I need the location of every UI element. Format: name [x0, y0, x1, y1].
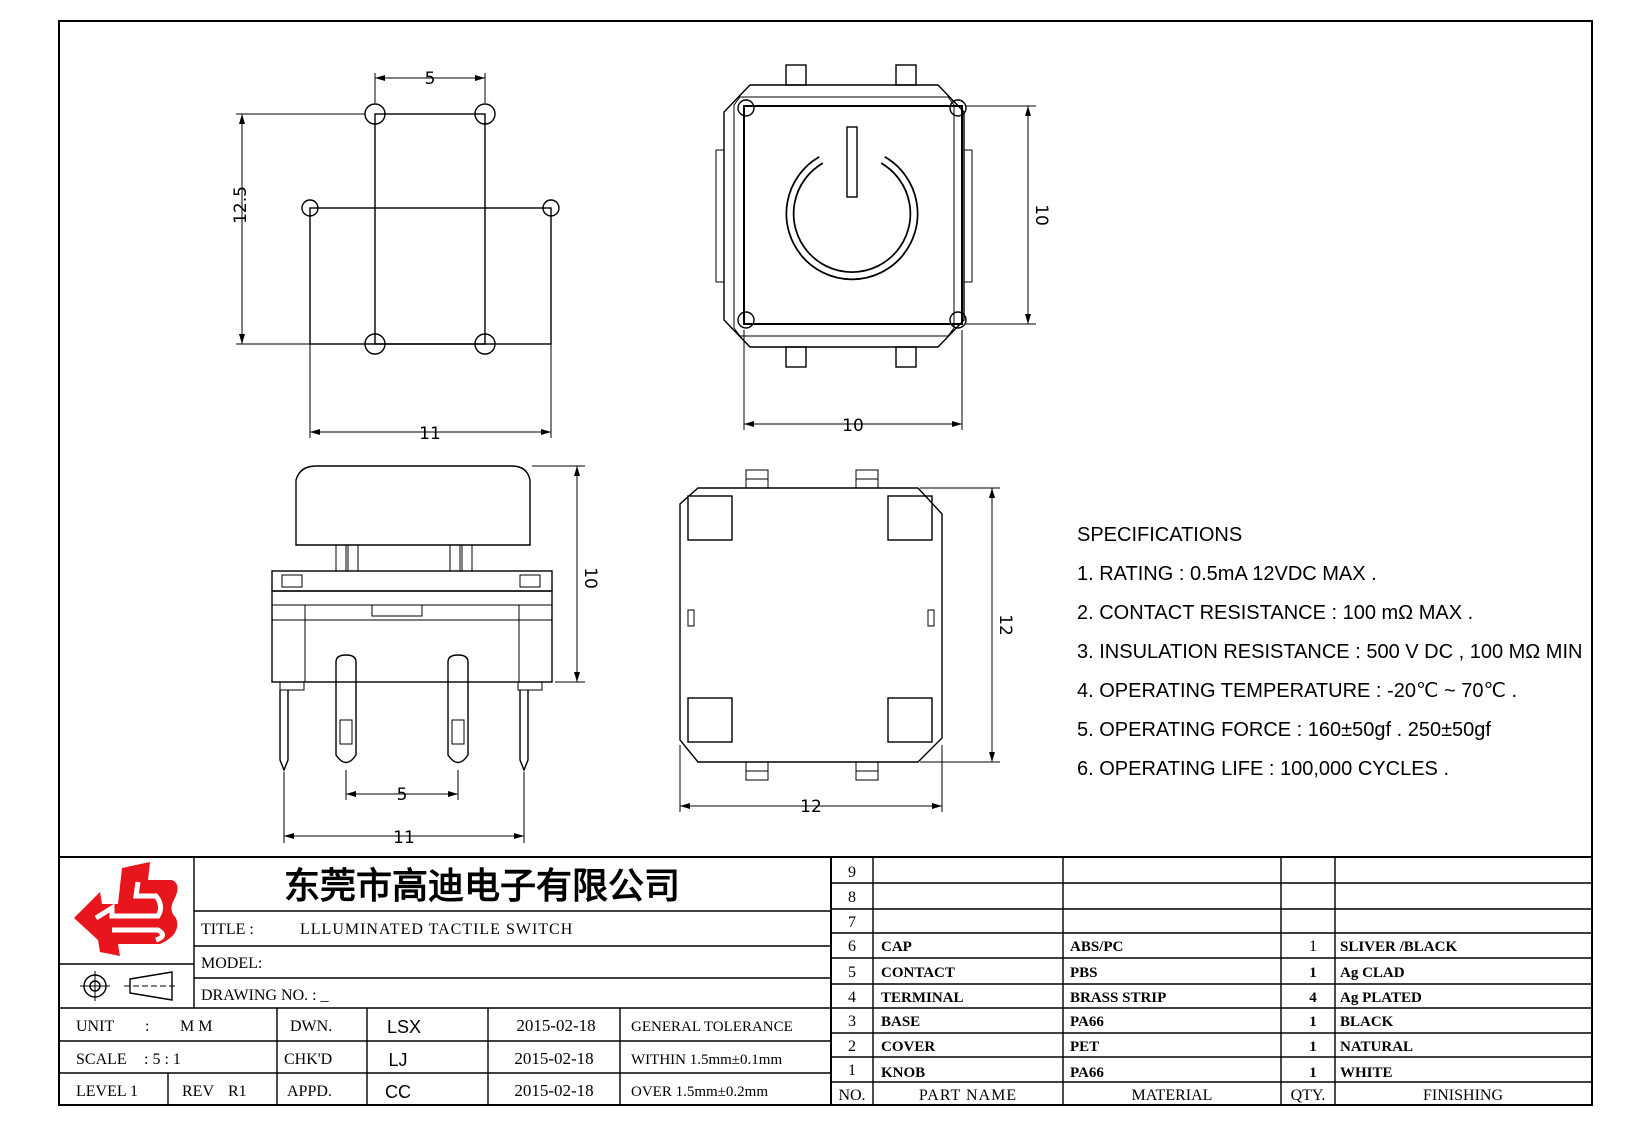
parts-row-no: 8: [848, 889, 856, 906]
parts-row-qty: 4: [1309, 990, 1317, 1006]
title-label: TITLE :: [201, 921, 254, 938]
parts-row-qty: 1: [1309, 938, 1317, 955]
spec-heading: SPECIFICATIONS: [1077, 524, 1242, 546]
spec-item-4: 4. OPERATING TEMPERATURE : -20℃ ~ 70℃ .: [1077, 680, 1517, 702]
unit-label: UNIT: [76, 1018, 114, 1035]
title-value: LLLUMINATED TACTILE SWITCH: [300, 921, 573, 938]
parts-header-finishing: FINISHING: [1423, 1087, 1503, 1104]
parts-row-qty: 1: [1309, 1065, 1317, 1081]
dwn-label: DWN.: [290, 1018, 332, 1035]
company-logo-icon: [74, 862, 178, 956]
spec-item-3: 3. INSULATION RESISTANCE : 500 V DC , 10…: [1077, 641, 1582, 663]
spec-item-6: 6. OPERATING LIFE : 100,000 CYCLES .: [1077, 758, 1449, 780]
parts-row-finishing: NATURAL: [1340, 1039, 1413, 1055]
tolerance-over: OVER 1.5mm±0.2mm: [631, 1084, 768, 1100]
parts-row-finishing: Ag CLAD: [1340, 965, 1405, 981]
drawing-no-label: DRAWING NO. : _: [201, 987, 330, 1004]
power-symbol-icon: [785, 126, 919, 281]
parts-row-finishing: Ag PLATED: [1340, 990, 1422, 1006]
tolerance-within: WITHIN 1.5mm±0.1mm: [631, 1052, 782, 1068]
spec-item-5: 5. OPERATING FORCE : 160±50gf . 250±50gf: [1077, 719, 1491, 741]
appd-date: 2015-02-18: [514, 1081, 593, 1100]
scale-value: : 5 : 1: [144, 1051, 181, 1068]
unit-sep: :: [145, 1018, 149, 1035]
parts-row-material: PBS: [1070, 965, 1098, 981]
third-angle-projection-icon: [80, 971, 178, 1001]
parts-list: 9 8 7 6 CAP ABS/PC 1 SLIVER /BLACK 5 CON…: [831, 857, 1592, 1105]
parts-row-qty: 1: [1309, 1014, 1317, 1030]
rev-value: R1: [228, 1083, 247, 1100]
dim-11-top: 11: [419, 424, 441, 444]
tolerance-label: GENERAL TOLERANCE: [631, 1019, 793, 1035]
parts-header-no: NO.: [838, 1087, 865, 1104]
parts-row-qty: 1: [1309, 1039, 1317, 1055]
parts-row-no: 6: [848, 938, 856, 955]
bottom-view: 12 12: [679, 469, 1015, 817]
dwn-date: 2015-02-18: [516, 1016, 595, 1035]
parts-row-name: CONTACT: [881, 965, 955, 981]
chkd-name: LJ: [388, 1050, 407, 1070]
dim-12-5: 12.5: [231, 186, 251, 224]
dim-5-top: 5: [425, 69, 436, 89]
parts-row-material: ABS/PC: [1070, 939, 1123, 955]
parts-row-material: PA66: [1070, 1065, 1104, 1081]
footprint-view: 5 12.5 11: [231, 69, 560, 444]
parts-row-name: CAP: [881, 939, 912, 955]
parts-row-finishing: BLACK: [1340, 1014, 1394, 1030]
appd-label: APPD.: [287, 1083, 332, 1100]
parts-row-name: TERMINAL: [881, 990, 964, 1006]
dwn-name: LSX: [387, 1017, 421, 1037]
chkd-date: 2015-02-18: [514, 1049, 593, 1068]
dim-12-right: 12: [995, 614, 1015, 636]
parts-row-material: PA66: [1070, 1014, 1104, 1030]
side-view: 10 5 11: [271, 465, 600, 848]
level-label: LEVEL 1: [76, 1083, 138, 1100]
appd-name: CC: [385, 1082, 411, 1102]
parts-row-no: 5: [848, 964, 856, 981]
scale-label: SCALE: [76, 1051, 127, 1068]
parts-row-name: COVER: [881, 1039, 935, 1055]
spec-item-2: 2. CONTACT RESISTANCE : 100 mΩ MAX .: [1077, 602, 1473, 624]
dim-10-right: 10: [1031, 204, 1051, 226]
sheet-border: [58, 20, 1593, 1106]
parts-header-qty: QTY.: [1291, 1087, 1326, 1104]
unit-value: M M: [180, 1018, 212, 1035]
top-view: 10 10: [715, 64, 1051, 436]
parts-row-finishing: SLIVER /BLACK: [1340, 939, 1457, 955]
parts-row-material: PET: [1070, 1039, 1099, 1055]
parts-row-no: 1: [848, 1062, 856, 1079]
dim-5-side: 5: [397, 785, 408, 805]
parts-row-name: KNOB: [881, 1065, 925, 1081]
title-block: 东莞市高迪电子有限公司 TITLE : LLLUMINATED TACTILE …: [59, 856, 1592, 1105]
parts-row-no: 7: [848, 914, 856, 931]
parts-header-material: MATERIAL: [1132, 1087, 1213, 1104]
spec-item-1: 1. RATING : 0.5mA 12VDC MAX .: [1077, 563, 1377, 585]
parts-row-material: BRASS STRIP: [1070, 990, 1166, 1006]
specifications: SPECIFICATIONS 1. RATING : 0.5mA 12VDC M…: [1077, 524, 1582, 780]
parts-row-qty: 1: [1309, 965, 1317, 981]
dim-10-side: 10: [580, 567, 600, 589]
chkd-label: CHK'D: [284, 1051, 332, 1068]
parts-row-no: 3: [848, 1013, 856, 1030]
company-name: 东莞市高迪电子有限公司: [284, 866, 680, 907]
parts-row-no: 2: [848, 1038, 856, 1055]
dim-10-bottom: 10: [842, 416, 864, 436]
parts-row-name: BASE: [881, 1014, 920, 1030]
model-label: MODEL:: [201, 955, 262, 972]
parts-row-no: 9: [848, 864, 856, 881]
dim-12-bottom: 12: [800, 797, 822, 817]
parts-header-name: PART NAME: [919, 1087, 1017, 1104]
parts-row-no: 4: [848, 989, 856, 1006]
parts-row-finishing: WHITE: [1340, 1065, 1393, 1081]
dim-11-side: 11: [393, 828, 415, 848]
rev-label: REV: [182, 1083, 214, 1100]
